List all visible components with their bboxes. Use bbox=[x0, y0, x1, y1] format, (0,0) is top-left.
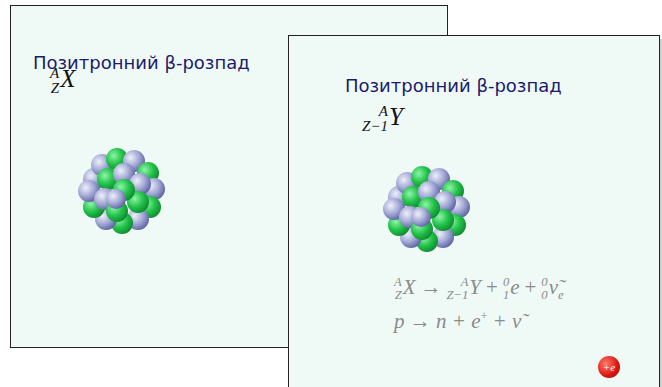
charge-number: 1 bbox=[503, 289, 509, 302]
mass-number: 0 bbox=[541, 276, 547, 289]
charge-number: Z−1 bbox=[362, 119, 388, 135]
mass-number: A bbox=[461, 276, 469, 289]
slide-panel: Позитронний β-розпадAZX bbox=[10, 5, 447, 347]
symbol-text: + ν̃ bbox=[493, 309, 522, 333]
operator-sign: → bbox=[421, 275, 442, 299]
operator-sign: + bbox=[486, 275, 498, 299]
symbol-text: e bbox=[510, 275, 519, 299]
superscript-text: + bbox=[481, 309, 488, 323]
symbol-text: Y bbox=[389, 103, 403, 130]
operator-sign: + bbox=[525, 275, 537, 299]
mass-number: 0 bbox=[503, 276, 509, 289]
charge-number: Z−1 bbox=[447, 289, 469, 302]
charge-number: Z bbox=[395, 289, 402, 302]
charge-number: Z bbox=[51, 81, 59, 97]
slide-panel: Позитронний β-розпадAZ−1YAZX→AZ−1Y+01e+0… bbox=[288, 35, 659, 387]
index-stack: AZ−1 bbox=[362, 104, 388, 136]
symbol-text: p → n + e bbox=[394, 309, 481, 333]
nuclide-symbol: AZ−1Y bbox=[362, 103, 403, 135]
index-stack: AZ bbox=[394, 276, 402, 302]
symbol-text: X bbox=[60, 65, 75, 92]
positron-ball: +e bbox=[598, 356, 620, 378]
index-stack: 00 bbox=[541, 276, 547, 302]
nuclide-symbol: AZX bbox=[50, 65, 75, 97]
subscript-text: e bbox=[558, 288, 564, 302]
index-stack: AZ−1 bbox=[447, 276, 469, 302]
slide-background bbox=[289, 36, 660, 387]
slide-title: Позитронний β-розпад bbox=[345, 75, 562, 96]
index-stack: AZ bbox=[50, 66, 59, 98]
charge-number: 0 bbox=[541, 289, 547, 302]
symbol-text: ν̃ bbox=[549, 275, 558, 299]
reaction-equation: p → n + e+ + ν̃ bbox=[394, 309, 521, 334]
mass-number: A bbox=[394, 276, 402, 289]
mass-number: A bbox=[379, 104, 388, 120]
reaction-equation: AZX→AZ−1Y+01e+00ν̃e bbox=[394, 275, 564, 303]
particle-label: +e bbox=[603, 361, 615, 373]
symbol-text: Позитронний β-розпад bbox=[345, 75, 562, 96]
nucleus-picture bbox=[383, 166, 470, 252]
nucleus-picture bbox=[78, 148, 165, 234]
mass-number: A bbox=[50, 66, 59, 82]
symbol-text: X bbox=[403, 275, 416, 299]
index-stack: 01 bbox=[503, 276, 509, 302]
symbol-text: Y bbox=[469, 275, 481, 299]
